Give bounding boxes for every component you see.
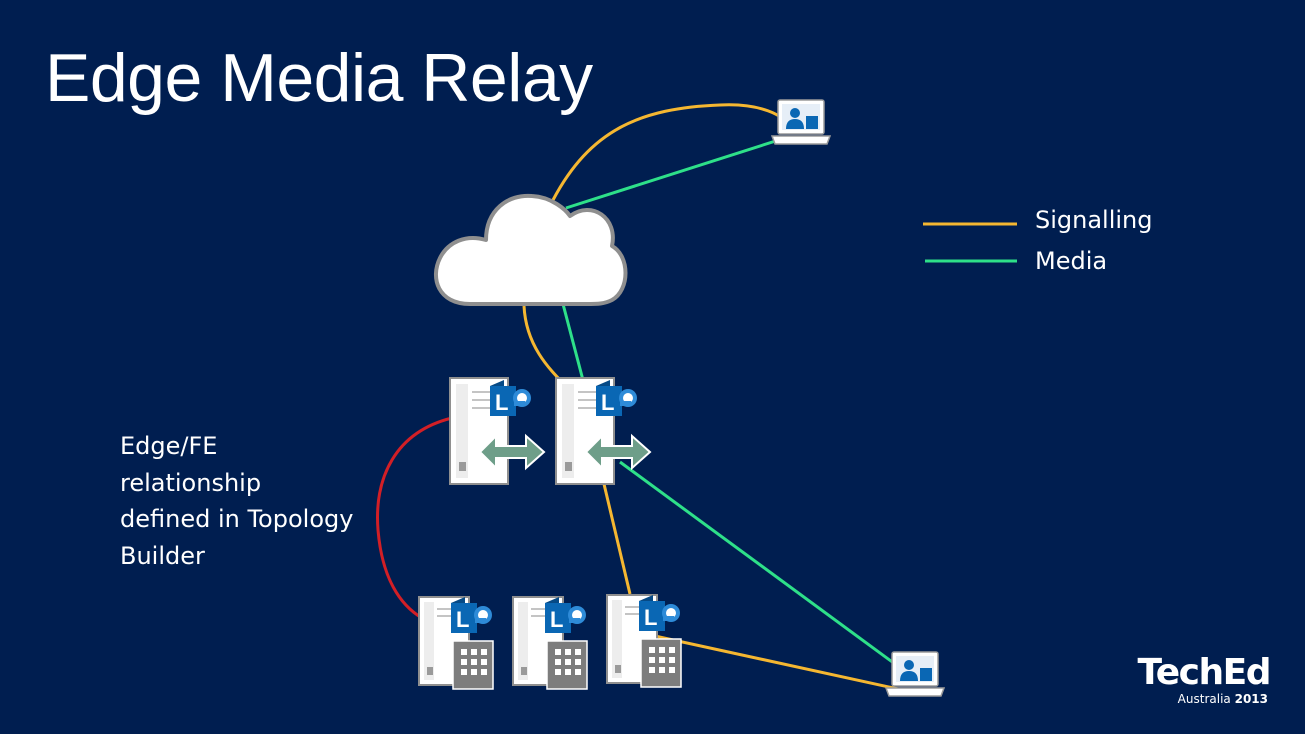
front-end-server-icon [607,595,681,687]
note-line: defined in Topology [120,505,354,533]
signalling-link-cloud-remote-top [551,103,792,201]
media-link-cloud-edge [561,303,586,385]
relationship-note: Edge/FE relationship defined in Topology… [120,428,380,574]
logo-region: Australia [1177,692,1231,706]
edge-server-icon [450,378,544,484]
note-line: Edge/FE [120,432,218,460]
legend-label-signalling: Signalling [1035,206,1153,234]
front-end-server-icon [419,597,493,689]
laptop-user-icon [885,651,945,697]
logo-name: TechEd [1137,652,1271,693]
legend-label-media: Media [1035,247,1108,275]
note-line: relationship [120,468,262,497]
laptop-user-icon [771,99,831,145]
media-link-cloud-remote-top [565,136,786,210]
logo-year: 2013 [1234,692,1268,706]
teched-logo: TechEd Australia 2013 [1130,652,1271,707]
signalling-link-edge-fe [602,483,632,595]
slide-title: Edge Media Relay [45,40,593,116]
note-line: Builder [120,541,205,570]
cloud-icon [434,193,628,306]
edge-fe-relationship-link [376,416,453,620]
front-end-server-icon [513,597,587,689]
edge-server-icon [556,378,650,484]
signalling-link-cloud-edge [522,305,568,388]
media-link-edge-remote-bottom [619,460,911,677]
logo-subline: Australia 2013 [1130,692,1268,706]
signalling-link-fe-remote-bottom [654,634,899,691]
